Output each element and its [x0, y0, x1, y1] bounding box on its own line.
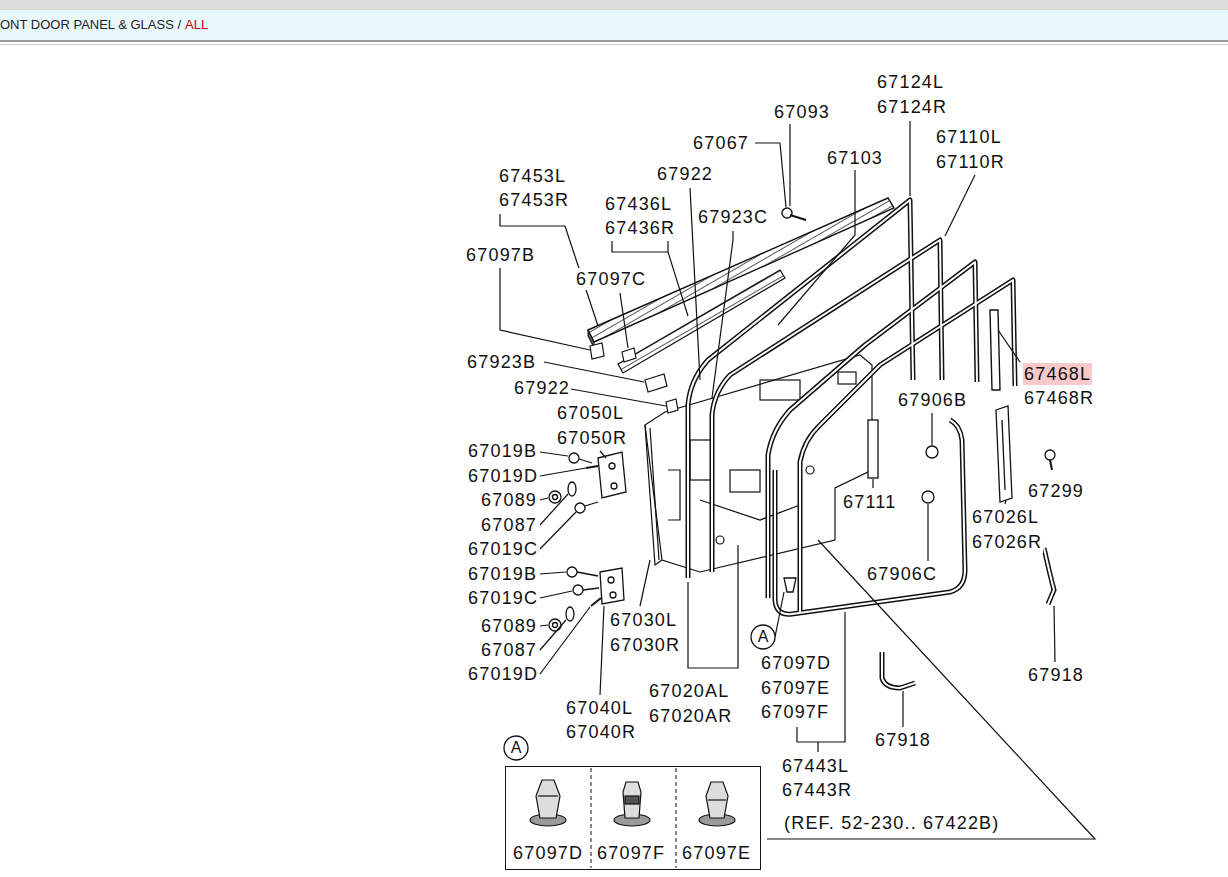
breadcrumb-text: ALL	[185, 17, 208, 33]
part-number: 67110R	[935, 151, 1006, 173]
part-number: 67019D	[467, 465, 539, 487]
separator-line	[0, 40, 1228, 42]
weatherstrip	[688, 200, 1015, 614]
fastener	[549, 453, 601, 631]
end-cap	[590, 343, 604, 359]
part-number: 67097C	[575, 268, 647, 290]
part-number: 67087	[480, 514, 538, 536]
part-number: 67299	[1027, 480, 1085, 502]
channel-strip	[990, 310, 1000, 390]
callout-letter: A	[511, 739, 522, 757]
part-number: 67093	[773, 101, 831, 123]
breadcrumb-bar	[0, 10, 1228, 40]
part-number: 67020AR	[648, 705, 733, 727]
part-number: 67040R	[565, 721, 637, 743]
part-number: 67453R	[498, 189, 570, 211]
separator-line	[0, 44, 1228, 45]
part-number: 67089	[480, 489, 538, 511]
part-number: 67468L	[1023, 363, 1092, 385]
part-number: 67922	[513, 377, 571, 399]
part-number: 67923C	[697, 206, 769, 228]
part-number: 67097F	[760, 701, 830, 723]
part-number: 67124L	[876, 71, 945, 93]
part-number: 67050R	[556, 427, 628, 449]
breadcrumb-text: ONT DOOR PANEL & GLASS /	[0, 17, 181, 33]
callout-letter: A	[758, 628, 769, 646]
callout-circle: A	[503, 735, 529, 761]
part-number: 67020AL	[648, 680, 730, 702]
door-panel	[645, 355, 872, 572]
part-number: 67918	[1027, 664, 1085, 686]
hinge	[598, 452, 626, 604]
part-number: 67050L	[556, 402, 625, 424]
part-number: 67097D	[513, 842, 583, 864]
part-number: 67067	[692, 132, 750, 154]
part-number: 67110L	[935, 126, 1003, 148]
part-number: 67436R	[604, 217, 676, 239]
part-number: 67019C	[467, 587, 539, 609]
part-number: 67030L	[609, 609, 678, 631]
part-number: 67040L	[565, 697, 634, 719]
title-strip	[0, 0, 1228, 10]
pad	[645, 374, 667, 392]
part-number: 67026R	[971, 531, 1043, 553]
reference-note: (REF. 52-230.. 67422B)	[783, 812, 1001, 834]
part-number: 67097E	[682, 842, 751, 864]
part-number: 67906B	[897, 389, 968, 411]
inset-box: 67097D 67097F 67097E	[505, 766, 761, 870]
callout-circle: A	[750, 624, 776, 650]
part-number: 67436L	[604, 193, 673, 215]
part-number: 67922	[656, 163, 714, 185]
part-number: 67019B	[467, 563, 538, 585]
part-number: 67087	[480, 639, 538, 661]
leader-line	[500, 121, 1095, 839]
part-number: 67443R	[781, 779, 853, 801]
part-number: 67030R	[609, 634, 681, 656]
part-number: 67097F	[597, 842, 665, 864]
part-number: 67097D	[760, 652, 832, 674]
part-number: 67918	[874, 729, 932, 751]
part-number: 67468R	[1023, 387, 1095, 409]
part-number: 67097E	[760, 677, 831, 699]
part-number: 67443L	[781, 755, 850, 777]
part-number: 67097B	[465, 244, 536, 266]
part-number: 67089	[480, 615, 538, 637]
part-number: 67111	[842, 491, 897, 513]
part-number: 67453L	[498, 165, 567, 187]
part-number: 67026L	[971, 506, 1040, 528]
part-number: 67019B	[467, 440, 538, 462]
part-number: 67923B	[466, 351, 537, 373]
part-number: 67019C	[467, 538, 539, 560]
part-number: 67103	[826, 147, 884, 169]
part-number: 67906C	[866, 563, 938, 585]
bolt	[782, 208, 792, 218]
part-number: 67124R	[876, 96, 948, 118]
part-number: 67019D	[467, 663, 539, 685]
